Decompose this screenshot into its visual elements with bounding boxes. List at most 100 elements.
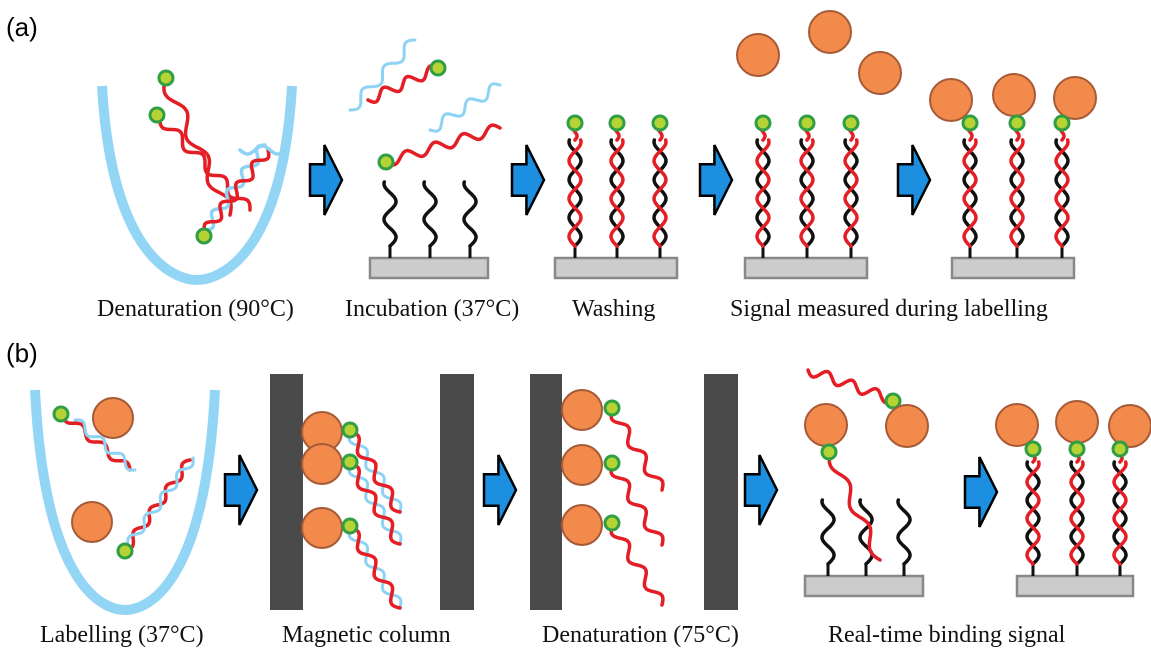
tube-b [30, 389, 220, 616]
target-strand-b2-1 [348, 430, 402, 514]
bead-a4-1 [736, 33, 780, 77]
arrow-b1 [223, 454, 259, 526]
hybrid-a4-1-target [755, 138, 771, 248]
bead-b2-3 [301, 507, 343, 549]
bead-b3-2 [561, 444, 603, 486]
bead-b4-1 [885, 404, 929, 448]
label-b4-2 [820, 443, 838, 461]
hybrid-a3-2-target [609, 138, 625, 248]
arrow-b2 [482, 454, 518, 526]
label-a2 [148, 106, 166, 124]
bead-b3-3 [561, 504, 603, 546]
arrow-b4 [963, 456, 999, 528]
caption-denaturation-75: Denaturation (75°C) [542, 622, 739, 648]
label-b5-1 [1024, 440, 1042, 458]
complement-strand-b1 [73, 418, 137, 472]
caption-labelling-37: Labelling (37°C) [40, 622, 204, 648]
probe-b4-1 [820, 498, 836, 566]
arrow-a4 [896, 144, 932, 216]
target-strand-b4-1 [806, 368, 895, 405]
tube-a [97, 85, 297, 286]
target-strand-b2-3 [348, 526, 402, 610]
label-a5-1 [961, 114, 979, 132]
magnetic-column-b3b [704, 374, 738, 610]
label-b2-1 [341, 421, 359, 439]
target-strand-b1 [61, 412, 132, 472]
target-strand-b3-2 [609, 463, 665, 547]
bead-b5-2 [1055, 400, 1099, 444]
label-a5 [377, 153, 395, 171]
probe-a2-3 [462, 180, 478, 248]
bead-a4-2 [808, 10, 852, 54]
label-b3-2 [603, 454, 621, 472]
target-strand-b3-3 [609, 523, 665, 607]
target-strand-a1 [162, 78, 233, 217]
label-b3-1 [603, 399, 621, 417]
probe-a2-1 [382, 180, 398, 248]
label-a3-2 [608, 114, 626, 132]
caption-magnetic-column: Magnetic column [282, 622, 451, 648]
caption-incubation-37: Incubation (37°C) [345, 296, 520, 322]
label-a4-1 [754, 114, 772, 132]
complement-strand-b2 [126, 456, 195, 547]
label-a4 [429, 59, 447, 77]
bead-a5-2 [992, 73, 1036, 117]
label-a3-1 [566, 114, 584, 132]
caption-denaturation-90: Denaturation (90°C) [97, 296, 294, 322]
caption-real-time-binding: Real-time binding signal [828, 622, 1066, 648]
label-b5-3 [1111, 440, 1129, 458]
hybrid-a4-2-target [799, 138, 815, 248]
panel-b-label: (b) [6, 338, 38, 368]
bead-b2-2 [301, 443, 343, 485]
hybrid-b5-1-target [1025, 460, 1041, 566]
magnetic-column-b2b [440, 374, 474, 610]
target-strand-b4-2 [827, 451, 882, 562]
target-strand-a5 [384, 123, 502, 167]
label-a4-2 [798, 114, 816, 132]
arrow-a1 [308, 144, 344, 216]
substrate-a5 [950, 256, 1076, 280]
caption-signal-measured: Signal measured during labelling [730, 296, 1048, 322]
label-b3-3 [603, 514, 621, 532]
arrow-a3 [698, 144, 734, 216]
bead-a5-1 [929, 78, 973, 122]
substrate-a4 [743, 256, 869, 280]
label-a4-3 [842, 114, 860, 132]
label-b2-3 [341, 517, 359, 535]
bead-b5-1 [995, 403, 1039, 447]
label-b2 [116, 542, 134, 560]
bead-b4-2 [804, 403, 848, 447]
complement-strand-a2 [238, 144, 287, 156]
complement-strand-a3 [348, 38, 417, 112]
target-strand-a4 [366, 64, 440, 104]
hybrid-a3-1-target [567, 138, 583, 248]
target-strand-a3 [202, 148, 271, 234]
hybrid-a4-3-target [843, 138, 859, 248]
complement-strand-a4 [428, 82, 502, 133]
magnetic-column-b2 [270, 374, 303, 610]
bead-b3-1 [561, 389, 603, 431]
probe-a2-2 [422, 180, 438, 248]
label-b1 [52, 405, 70, 423]
label-b5-2 [1068, 440, 1086, 458]
substrate-a2 [368, 256, 490, 280]
substrate-a3 [553, 256, 679, 280]
bead-a5-3 [1053, 76, 1097, 120]
arrow-a2 [510, 144, 546, 216]
label-a3-3 [651, 114, 669, 132]
hybrid-a5-3-target [1054, 138, 1070, 248]
bead-b1-2 [71, 501, 113, 543]
label-a5-2 [1008, 114, 1026, 132]
label-a5-3 [1053, 114, 1071, 132]
label-a1 [157, 69, 175, 87]
target-strand-b3-1 [609, 408, 665, 492]
target-strand-b2 [123, 458, 192, 552]
substrate-b5 [1015, 574, 1135, 598]
bead-a4-3 [858, 51, 902, 95]
hybrid-a5-1-target [962, 138, 978, 248]
arrow-b3 [743, 454, 779, 526]
caption-washing: Washing [572, 296, 656, 322]
target-strand-b2-2 [348, 462, 402, 546]
